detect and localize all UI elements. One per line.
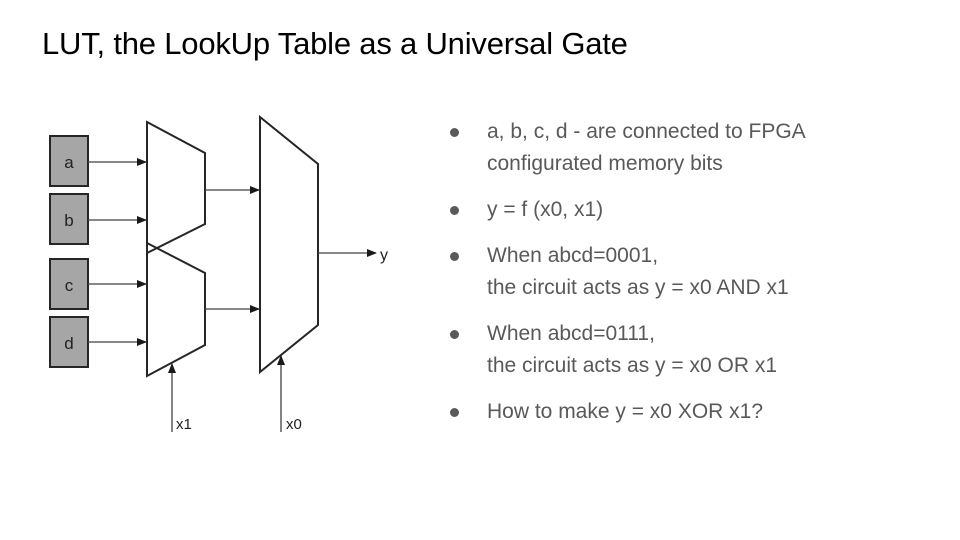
select-label-x0: x0 <box>286 416 302 433</box>
bullet-dot-icon <box>450 408 459 417</box>
input-box-a: a <box>49 135 89 187</box>
mux-bottom <box>146 241 206 378</box>
input-label-a: a <box>64 153 74 172</box>
input-box-b: b <box>49 193 89 245</box>
bullet-list: a, b, c, d - are connected to FPGA confi… <box>446 116 946 442</box>
bullet-text: y = f (x0, x1) <box>487 198 604 221</box>
input-box-d: d <box>49 316 89 368</box>
input-label-b: b <box>64 211 73 230</box>
bullet-item: y = f (x0, x1) <box>446 194 946 226</box>
bullet-dot-icon <box>450 252 459 261</box>
bullet-dot-icon <box>450 128 459 137</box>
input-box-c: c <box>49 258 89 310</box>
lut-mux-diagram: a b c d y x1 x0 <box>49 114 388 433</box>
mux-top <box>146 120 206 255</box>
bullet-dot-icon <box>450 206 459 215</box>
bullet-item: a, b, c, d - are connected to FPGA confi… <box>446 116 946 180</box>
output-label-y: y <box>380 247 388 264</box>
mux-output <box>259 114 319 375</box>
bullet-dot-icon <box>450 330 459 339</box>
select-label-x1: x1 <box>176 416 192 433</box>
bullet-text: configurated memory bits <box>487 152 723 175</box>
bullet-item: When abcd=0001, the circuit acts as y = … <box>446 240 946 304</box>
input-label-c: c <box>65 276 74 295</box>
slide-title: LUT, the LookUp Table as a Universal Gat… <box>42 26 628 61</box>
bullet-text: When abcd=0111, <box>487 322 655 345</box>
bullet-text: When abcd=0001, <box>487 244 659 267</box>
bullet-text: the circuit acts as y = x0 AND x1 <box>487 276 789 299</box>
bullet-text: a, b, c, d - are connected to FPGA <box>487 120 806 143</box>
bullet-text: the circuit acts as y = x0 OR x1 <box>487 354 778 377</box>
bullet-item: When abcd=0111, the circuit acts as y = … <box>446 318 946 382</box>
bullet-text: How to make y = x0 XOR x1? <box>487 400 764 423</box>
input-label-d: d <box>64 334 73 353</box>
bullet-item: How to make y = x0 XOR x1? <box>446 396 946 428</box>
